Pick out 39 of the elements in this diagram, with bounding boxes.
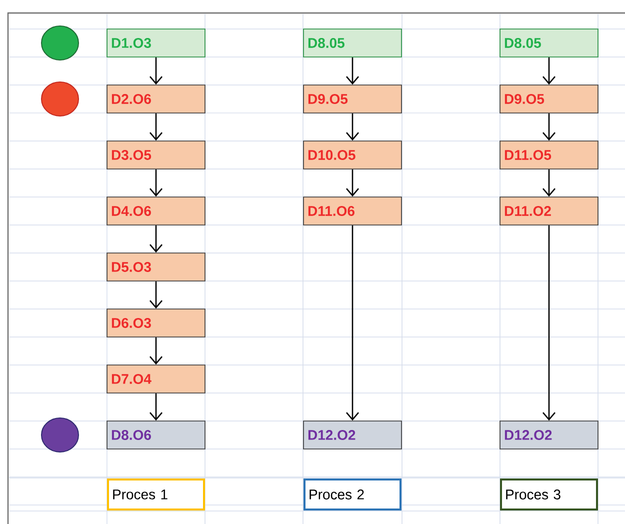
status-circle <box>41 418 79 452</box>
process-box: Proces 3 <box>500 478 598 510</box>
arrow <box>150 337 162 365</box>
step-box: D7.O4 <box>106 364 206 394</box>
arrow <box>150 393 162 421</box>
arrow <box>150 169 162 197</box>
process-box: Proces 2 <box>304 478 402 510</box>
process-box: Proces 1 <box>107 478 205 510</box>
arrow <box>150 281 162 309</box>
step-box: D12.O2 <box>500 420 598 450</box>
step-box: D8.O6 <box>106 420 206 450</box>
arrow <box>346 225 359 421</box>
step-box: D11.O6 <box>303 196 402 226</box>
arrow <box>346 57 359 85</box>
step-box: D6.O3 <box>106 308 206 338</box>
step-box: D2.O6 <box>106 84 206 114</box>
arrow <box>542 225 556 421</box>
step-box: D3.O5 <box>106 140 206 170</box>
status-circle <box>41 82 79 116</box>
arrow <box>150 225 162 253</box>
arrow <box>542 113 556 141</box>
step-box: D10.O5 <box>303 140 402 170</box>
step-box: D8.05 <box>303 28 402 58</box>
step-box: D9.O5 <box>500 84 598 114</box>
step-box: D11.O2 <box>500 196 598 226</box>
step-box: D5.O3 <box>106 252 206 282</box>
status-circle <box>41 26 79 60</box>
step-box: D8.05 <box>500 28 598 58</box>
step-box: D1.O3 <box>106 28 206 58</box>
arrow <box>346 113 359 141</box>
arrow <box>150 57 162 85</box>
step-box: D12.O2 <box>303 420 402 450</box>
arrow <box>542 57 556 85</box>
step-box: D11.O5 <box>500 140 598 170</box>
arrow <box>346 169 359 197</box>
step-box: D9.O5 <box>303 84 402 114</box>
arrow <box>150 113 162 141</box>
arrow <box>542 169 556 197</box>
step-box: D4.O6 <box>106 196 206 226</box>
